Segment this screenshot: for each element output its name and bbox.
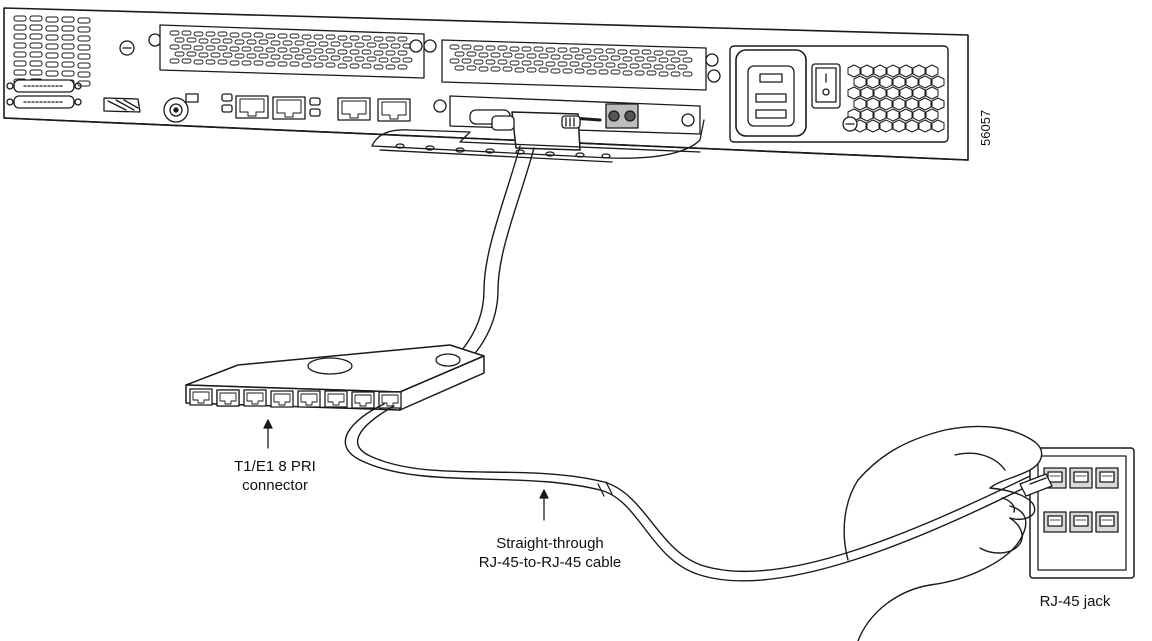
power-inlet bbox=[736, 50, 806, 136]
pri-fanout-box bbox=[186, 345, 484, 410]
ethernet-slot bbox=[104, 98, 140, 112]
cable-label-line1: Straight-through bbox=[430, 534, 670, 553]
pri-connector-label-line2: connector bbox=[185, 476, 365, 495]
cable-label-line2: RJ-45-to-RJ-45 cable bbox=[430, 553, 670, 572]
jack-label: RJ-45 jack bbox=[1010, 592, 1140, 611]
router-rear-panel bbox=[4, 8, 968, 162]
pri-port bbox=[190, 389, 212, 405]
cable-arrow bbox=[540, 490, 548, 520]
rj45-wall-plate bbox=[1030, 448, 1134, 578]
network-module-slot-2 bbox=[442, 40, 706, 90]
pri-cable bbox=[462, 146, 534, 352]
power-switch bbox=[812, 64, 840, 108]
cable-label: Straight-through RJ-45-to-RJ-45 cable bbox=[430, 534, 670, 572]
figure-number: 56057 bbox=[978, 110, 993, 146]
pri-connector-label: T1/E1 8 PRI connector bbox=[185, 457, 365, 495]
pri-connector-arrow bbox=[264, 420, 272, 448]
pri-connector-label-line1: T1/E1 8 PRI bbox=[185, 457, 365, 476]
network-module-slot-1 bbox=[160, 25, 424, 78]
